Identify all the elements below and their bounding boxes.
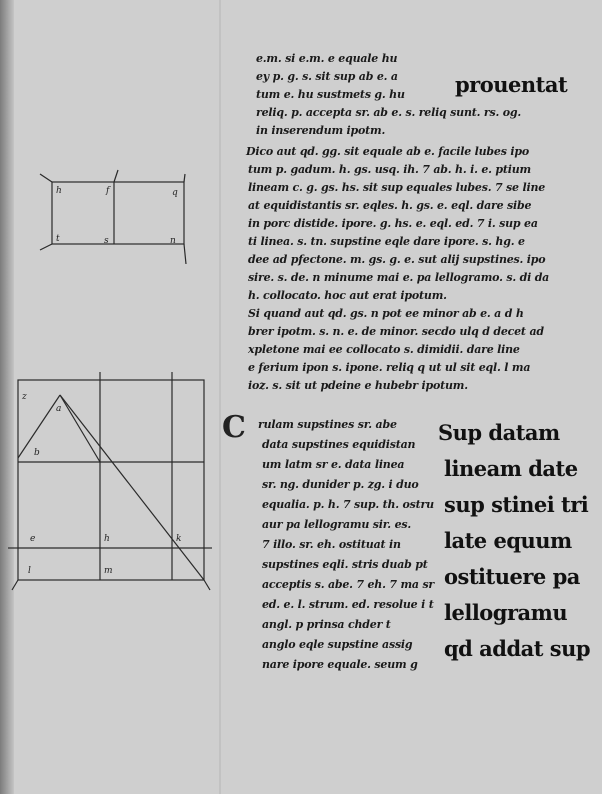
text-line: sr. ng. dunider p. zg. i duo [262,478,419,491]
diagram-label: h [56,186,62,196]
text-line: in inserendum ipotm. [256,124,386,137]
text-line: acceptis s. abe. 7 eh. 7 ma sr [262,578,435,591]
text-line: in porc distide. ipore. g. hs. e. eql. e… [248,217,538,230]
rubric-line: sup stinei tri [444,492,589,517]
diagram-label: k [176,534,182,544]
text-line: um latm sr e. data linea [262,458,405,471]
rubric-heading: prouentat [455,72,568,97]
text-line: sire. s. de. n minume mai e. pa lellogra… [248,271,550,284]
diagram-label: z [22,392,27,402]
text-line: e.m. si e.m. e equale hu [256,52,398,65]
text-line: nare ipore equale. seum g [262,658,418,671]
diagram-label: e [30,534,36,544]
text-line: anglo eqle supstine assig [262,638,413,651]
text-line: tum e. hu sustmets g. hu [256,88,405,101]
text-line: at equidistantis sr. eqles. h. gs. e. eq… [248,199,532,212]
text-line: Si quand aut qd. gs. n pot ee minor ab e… [248,307,524,320]
text-line: Dico aut qd. gg. sit equale ab e. facile… [246,145,529,158]
diagram-label: h [104,534,110,544]
text-line: ioz. s. sit ut pdeine e hubebr ipotum. [248,379,468,392]
text-line: dee ad pfectone. m. gs. g. e. sut alij s… [248,253,546,266]
text-line: brer ipotm. s. n. e. de minor. secdo ulq… [248,325,544,338]
text-line: tum p. gadum. h. gs. usq. ih. 7 ab. h. i… [248,163,531,176]
diagram-label: b [34,448,40,458]
text-line: e ferium ipon s. ipone. reliq q ut ul si… [248,361,531,374]
upper-rectangle-diagram [39,169,187,265]
text-line: 7 illo. sr. eh. ostituat in [262,538,401,551]
rubric-line: Sup datam [438,420,560,445]
diagram-label: l [28,566,31,576]
text-line: supstines eqli. stris duab pt [262,558,428,571]
text-line: reliq. p. accepta sr. ab e. s. reliq sun… [256,106,522,119]
rubric-line: qd addat sup [444,636,591,661]
diagram-label: m [104,566,113,576]
text-line: aur pa lellogramu sir. es. [262,518,411,531]
binding-edge [0,0,14,794]
diagram-label: n [170,236,176,246]
text-line: lineam c. g. gs. hs. sit sup equales lub… [248,181,546,194]
text-line: angl. p prinsa chder t [262,618,391,631]
text-line: ti linea. s. tn. supstine eqle dare ipor… [248,235,525,248]
text-line: ed. e. l. strum. ed. resolue i t [262,598,434,611]
text-line: ey p. g. s. sit sup ab e. a [256,70,398,83]
diagram-label: f [106,186,110,196]
diagram-label: t [56,234,60,244]
text-line: data supstines equidistan [262,438,416,451]
rubric-line: ostituere pa [444,564,580,589]
rubric-line: late equum [444,528,572,553]
rubric-line: lellogramu [444,600,568,625]
text-line: xpletone mai ee collocato s. dimidii. da… [248,343,520,356]
diagram-label: q [172,188,178,198]
rubric-line: lineam date [444,456,578,481]
lower-rectangle-diagram [8,372,212,591]
text-line: equalia. p. h. 7 sup. th. ostru [262,498,434,511]
diagram-label: s [104,236,109,246]
text-line: h. collocato. hoc aut erat ipotum. [248,289,447,302]
decorated-initial: C [222,410,246,445]
diagram-label: a [56,404,62,414]
text-line: rulam supstines sr. abe [258,418,397,431]
